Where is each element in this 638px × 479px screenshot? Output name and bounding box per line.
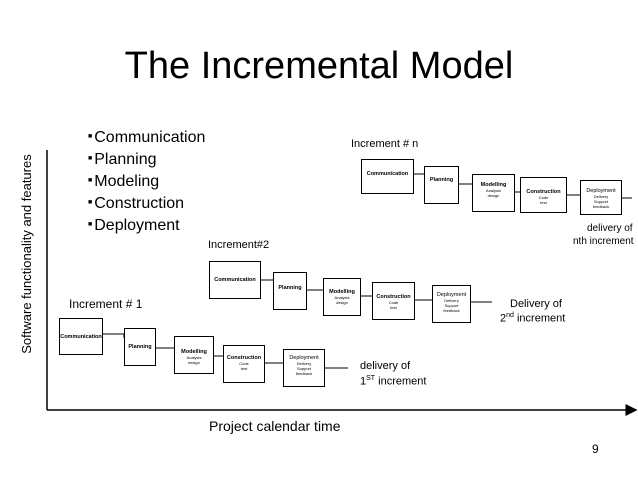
activity-planning: Planning bbox=[88, 148, 205, 170]
increment-n-deployment-box: Deployment Delivery Support feedback bbox=[580, 180, 622, 215]
increment-n-construction-box: Construction Code test bbox=[520, 177, 567, 213]
increment-2-delivery-line1: Delivery of bbox=[510, 298, 562, 310]
increment-1-modelling-sub2: design bbox=[188, 360, 200, 365]
activity-list: Communication Planning Modeling Construc… bbox=[88, 126, 205, 236]
increment-n-connectors bbox=[413, 173, 632, 199]
increment-2-deployment-text: Deployment bbox=[436, 292, 467, 298]
increment-1-construction-text: Construction bbox=[226, 355, 262, 361]
increment-n-deployment-sub3: feedback bbox=[592, 204, 610, 209]
increment-2-delivery: Delivery of 2nd increment bbox=[500, 298, 565, 325]
increment-n-construction-sub2: test bbox=[540, 200, 547, 205]
increment-1-label: Increment # 1 bbox=[69, 297, 143, 311]
increment-1-delivery-rest: increment bbox=[375, 375, 427, 388]
increment-n-delivery-line2: nth increment bbox=[573, 236, 634, 247]
increment-2-deployment-box: Deployment Delivery Support feedback bbox=[432, 285, 471, 323]
increment-2-modelling-box: Modelling Analysis design bbox=[323, 278, 361, 316]
increment-2-modelling-text: Modelling bbox=[329, 289, 355, 295]
increment-2-delivery-number: 2 bbox=[500, 312, 507, 325]
increment-n-deployment-text: Deployment bbox=[586, 188, 616, 194]
increment-1-delivery-line2: 1ST increment bbox=[360, 375, 426, 388]
increment-n-modelling-sub1: Analysis bbox=[486, 188, 501, 193]
increment-1-delivery-suffix: ST bbox=[366, 375, 376, 382]
increment-n-modelling-box: Modelling Analysis design bbox=[472, 174, 515, 212]
increment-2-construction-sub1: Code bbox=[388, 300, 399, 305]
increment-2-modelling-sub1: Analysis bbox=[334, 295, 350, 300]
increment-n-communication-box: Communication bbox=[361, 159, 414, 194]
increment-2-label: Increment#2 bbox=[208, 239, 270, 251]
increment-1-construction-sub1: Code bbox=[239, 361, 249, 366]
increment-n-construction-text: Construction bbox=[526, 189, 561, 195]
y-axis-label: Software functionality and features bbox=[19, 154, 34, 354]
increment-1-deployment-sub1: Delivery bbox=[296, 361, 312, 366]
increment-2-delivery-rest: increment bbox=[513, 312, 566, 325]
increment-2-communication-box: Communication bbox=[209, 261, 261, 299]
page-number: 9 bbox=[592, 442, 599, 456]
increment-1-modelling-sub1: Analysis bbox=[186, 355, 202, 360]
increment-1-planning-box: Planning bbox=[124, 328, 156, 366]
increment-n-deployment-sub2: Support bbox=[593, 199, 608, 204]
increment-2-deployment-sub2: Support bbox=[444, 303, 459, 308]
slide-title: The Incremental Model bbox=[124, 45, 514, 87]
x-axis-label: Project calendar time bbox=[209, 418, 341, 434]
increment-n-delivery-line1: delivery of bbox=[587, 223, 633, 234]
increment-1-deployment-box: Deployment Delivery Support feedback bbox=[283, 349, 325, 387]
activity-modeling: Modeling bbox=[88, 170, 205, 192]
increment-1-communication-box: Communication bbox=[59, 318, 103, 355]
increment-1-construction-box: Construction Code test bbox=[223, 345, 265, 383]
increment-1-deployment-sub3: feedback bbox=[295, 371, 313, 376]
increment-1-delivery: delivery of 1ST increment bbox=[360, 360, 426, 388]
increment-n-modelling-text: Modelling bbox=[480, 182, 507, 188]
increment-n-construction-sub1: Code bbox=[538, 195, 549, 200]
increment-2-communication-text: Communication bbox=[214, 277, 256, 283]
increment-1-deployment-sub2: Support bbox=[296, 366, 311, 371]
increment-2-delivery-line2: 2nd increment bbox=[500, 312, 565, 325]
increment-2-construction-box: Construction Code test bbox=[372, 282, 415, 320]
increment-2-planning-text: Planning bbox=[278, 285, 302, 291]
increment-2-construction-sub2: test bbox=[390, 305, 397, 310]
increment-n-delivery: delivery of nth increment bbox=[573, 223, 634, 247]
increment-1-delivery-number: 1 bbox=[360, 375, 367, 388]
increment-1-deployment-text: Deployment bbox=[289, 355, 319, 361]
increment-2-deployment-sub3: feedback bbox=[443, 308, 460, 313]
increment-n-deployment-sub1: Delivery bbox=[593, 194, 609, 199]
activity-construction: Construction bbox=[88, 192, 205, 214]
increment-2-delivery-suffix: nd bbox=[506, 312, 514, 319]
increment-n-planning-box: Planning bbox=[424, 166, 459, 204]
increment-n-planning-text: Planning bbox=[429, 177, 454, 183]
increment-2-modelling-sub2: design bbox=[336, 300, 348, 305]
increment-1-delivery-line1: delivery of bbox=[360, 360, 411, 372]
increment-n-communication-text: Communication bbox=[366, 171, 409, 177]
increment-1-modelling-box: Modelling Analysis design bbox=[174, 336, 214, 374]
increment-1-construction-sub2: test bbox=[240, 366, 248, 371]
activity-deployment: Deployment bbox=[88, 214, 205, 236]
increment-2-deployment-sub1: Delivery bbox=[444, 298, 459, 303]
increment-1-communication-text: Communication bbox=[60, 334, 102, 340]
increment-2-construction-text: Construction bbox=[376, 294, 411, 300]
increment-2-connectors bbox=[260, 279, 492, 303]
increment-1-modelling-text: Modelling bbox=[181, 349, 207, 355]
increment-1-connectors bbox=[102, 333, 348, 369]
increment-n-modelling-sub2: design bbox=[487, 193, 500, 198]
increment-n-label: Increment # n bbox=[351, 138, 419, 150]
increment-1-planning-text: Planning bbox=[128, 344, 152, 350]
activity-communication: Communication bbox=[88, 126, 205, 148]
increment-2-planning-box: Planning bbox=[273, 272, 307, 310]
